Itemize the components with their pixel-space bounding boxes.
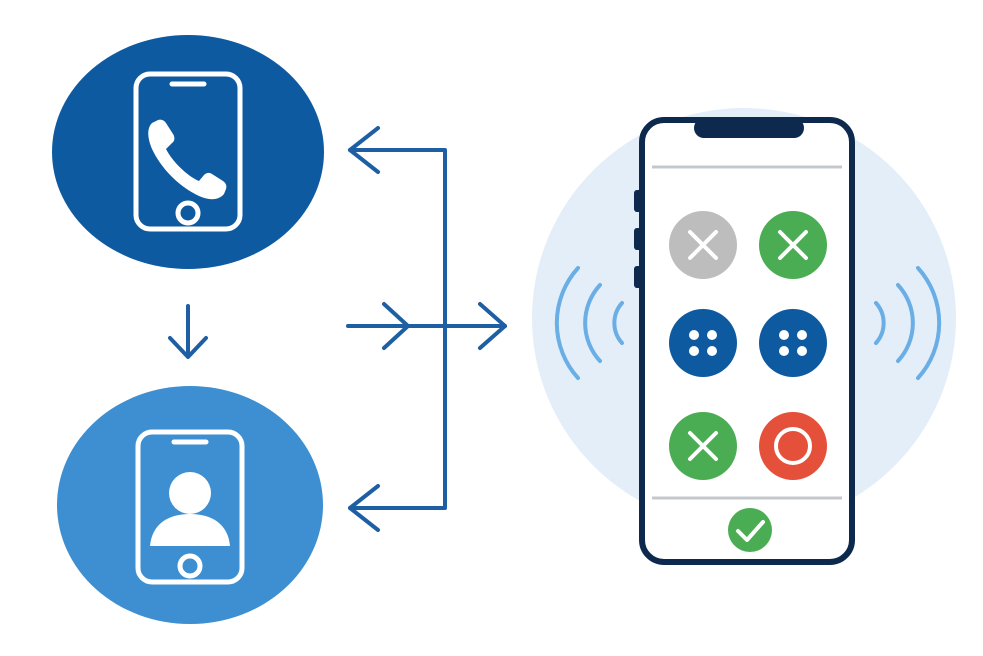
- arrow-icon-left-top: [348, 126, 380, 174]
- contact-device-phone-frame: [135, 429, 245, 585]
- person-icon: [150, 472, 230, 546]
- dot: [707, 346, 717, 356]
- smartphone-notch: [694, 118, 804, 138]
- keypad-button-circle[interactable]: [759, 412, 827, 480]
- arrow-icon-left-bottom: [348, 484, 380, 532]
- dot: [707, 330, 717, 340]
- keypad-button-circle[interactable]: [669, 309, 737, 377]
- confirm-button[interactable]: [728, 508, 772, 552]
- keypad-button-circle[interactable]: [759, 309, 827, 377]
- keypad-button-red-ring[interactable]: [759, 412, 827, 480]
- bracket-line: [348, 148, 447, 510]
- dot: [779, 346, 789, 356]
- dot: [689, 346, 699, 356]
- call-device: [52, 35, 324, 269]
- signal-waves-icon-right: [874, 266, 942, 380]
- dot: [689, 330, 699, 340]
- four-dot-icon: [689, 330, 717, 356]
- x-icon: [778, 230, 808, 260]
- x-icon: [688, 230, 718, 260]
- signal-waves-icon-left: [554, 266, 624, 380]
- keypad-button-green-x-top[interactable]: [759, 211, 827, 279]
- confirm-button-circle[interactable]: [728, 508, 772, 552]
- call-device-home-button: [175, 200, 201, 226]
- call-device-phone-frame: [133, 71, 243, 232]
- keypad-button-green-x-bottom[interactable]: [669, 412, 737, 480]
- keypad-button-gray-x[interactable]: [669, 211, 737, 279]
- call-device-circle: [52, 35, 324, 269]
- dot: [779, 330, 789, 340]
- person-body: [150, 514, 230, 546]
- checkmark-icon: [736, 520, 765, 542]
- keypad-button-blue-dots-left[interactable]: [669, 309, 737, 377]
- dot: [797, 346, 807, 356]
- four-dot-icon: [779, 330, 807, 356]
- arrow-icon-right-end: [478, 302, 507, 350]
- arrow-icon-down: [168, 304, 208, 359]
- arrow-icon-right-middle: [382, 302, 410, 350]
- keypad-button-blue-dots-right[interactable]: [759, 309, 827, 377]
- smartphone-group: [532, 108, 956, 565]
- contact-device: [57, 386, 323, 624]
- dot: [797, 330, 807, 340]
- person-head: [169, 472, 211, 514]
- contact-device-home-button: [177, 553, 203, 579]
- keypad: [669, 211, 827, 480]
- phone-handset-icon: [148, 119, 227, 200]
- ring-icon: [774, 427, 812, 465]
- x-icon: [688, 431, 718, 461]
- connector-arrows: [168, 126, 507, 532]
